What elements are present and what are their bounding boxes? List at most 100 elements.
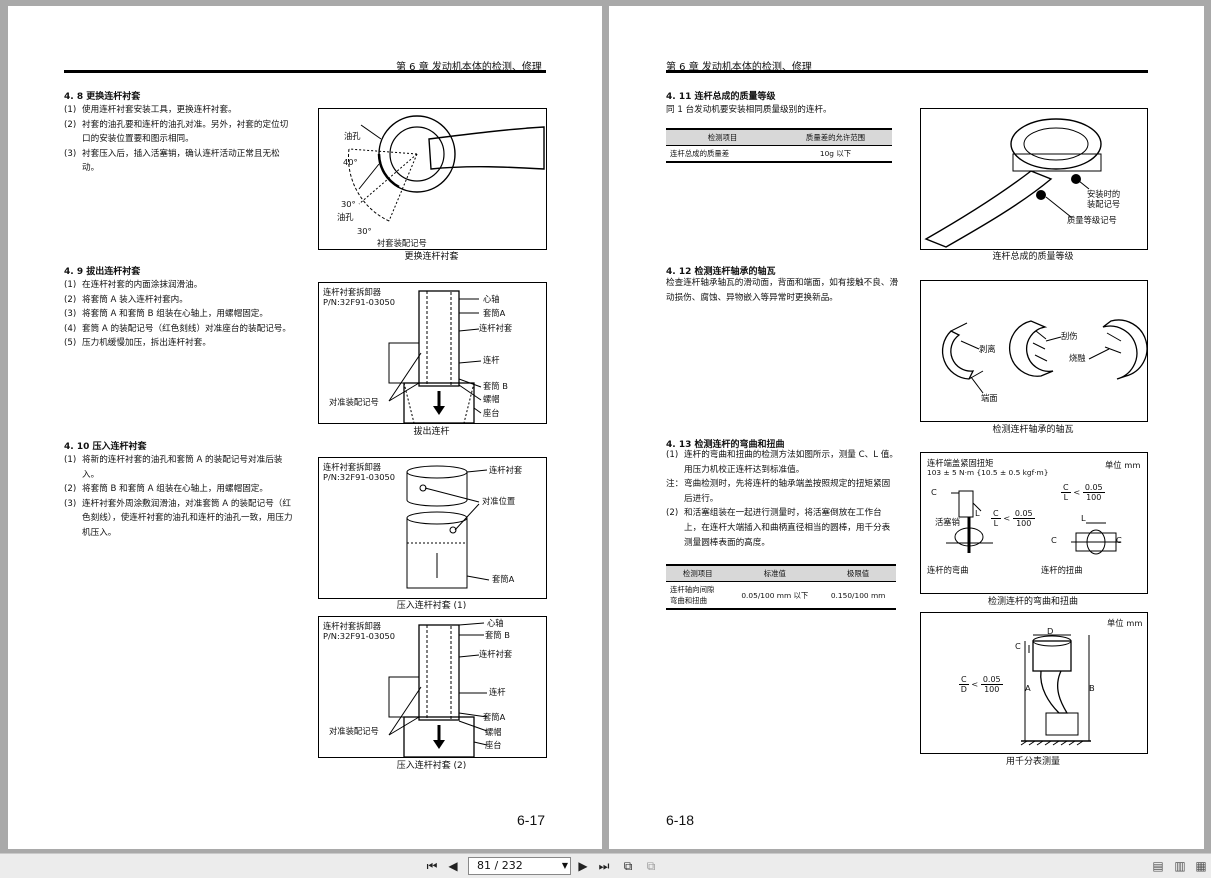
left-page: 第 6 章 发动机本体的检测、修理 4. 8 更换连杆衬套 (1)使用连杆衬套安… (8, 6, 602, 849)
label-c-twist-2: C (1116, 535, 1122, 545)
label-a: A (1025, 683, 1031, 693)
section-4-8-steps: (1)使用连杆衬套安装工具，更换连杆衬套。 (2)衬套的油孔要和连杆的油孔对准。… (64, 105, 289, 174)
label-l-twist: L (1081, 513, 1086, 523)
section-4-13-steps: (1)连杆的弯曲和扭曲的检测方法如图所示，测量 C、L 值。用压力机校正连杆达到… (666, 450, 898, 548)
label-cap-torque: 连杆端盖紧固扭矩 (927, 458, 994, 468)
label-c-twist: C (1051, 535, 1057, 545)
chapter-header: 第 6 章 发动机本体的检测、修理 (666, 62, 812, 73)
section-4-9-steps: (1)在连杆衬套的内面涂抹润滑油。 (2)将套筒 A 装入连杆衬套内。 (3)将… (64, 280, 291, 349)
label-mandrel: 心轴 (487, 618, 504, 628)
rotate-back-icon[interactable]: ⧉ (646, 859, 656, 873)
caption-press-bushing-2: 压入连杆衬套 (2) (396, 761, 467, 771)
label-c: C (1015, 641, 1021, 651)
label-part-number: P/N:32F91-03050 (323, 631, 396, 641)
single-page-icon[interactable]: ▤ (1152, 859, 1164, 873)
label-sleeve-b: 套筒 B (483, 381, 508, 391)
section-title-4-10: 4. 10 压入连杆衬套 (64, 442, 147, 452)
header-rule (666, 70, 1148, 73)
label-c: C (931, 487, 937, 497)
label-nut: 螺帽 (483, 394, 500, 404)
label-30-deg-1: 30° (341, 199, 356, 209)
section-title-4-9: 4. 9 拔出连杆衬套 (64, 267, 141, 277)
section-title-4-12: 4. 12 检测连杆轴承的轴瓦 (666, 267, 776, 277)
facing-pages-icon[interactable]: ▦ (1195, 859, 1207, 873)
label-oil-hole-2: 油孔 (337, 212, 354, 222)
press-fit-drawing-1 (406, 465, 490, 589)
label-oil-hole-1: 油孔 (344, 131, 361, 141)
label-seizure: 烧融 (1069, 353, 1086, 363)
figure-bearing-shell: 剥离 刮伤 烧融 端面 (920, 280, 1148, 422)
label-sleeve-a: 套筒A (492, 574, 515, 584)
remover-drawing (388, 290, 482, 423)
label-l: L (975, 508, 980, 518)
label-peeling: 剥离 (979, 344, 996, 354)
first-page-icon[interactable]: ⏮ (426, 859, 438, 873)
prev-page-icon[interactable]: ◀ (448, 859, 458, 873)
label-rod-bushing: 连杆衬套 (479, 649, 513, 659)
label-rod: 连杆 (489, 687, 506, 697)
label-assembly-mark-1: 安装时的 (1087, 189, 1121, 199)
caption-remove-bushing: 拔出连杆 (413, 427, 450, 437)
label-base: 座台 (483, 408, 500, 418)
label-mandrel: 心轴 (483, 294, 500, 304)
rotate-icon[interactable]: ⧉ (623, 859, 633, 873)
figure-press-bushing-2: 连杆衬套拆卸器 P/N:32F91-03050 心轴 套筒 B 连杆衬套 连杆 … (318, 616, 547, 758)
label-30-deg-2: 30° (357, 226, 372, 236)
label-remover: 连杆衬套拆卸器 (323, 462, 382, 472)
figure-replace-bushing: 油孔 40° 30° 油孔 30° 衬套装配记号 (318, 108, 547, 250)
label-bushing-mark: 衬套装配记号 (377, 238, 427, 248)
section-title-4-11: 4. 11 连杆总成的质量等级 (666, 92, 776, 102)
label-40-deg: 40° (343, 157, 358, 167)
page-number-field[interactable]: 81 / 232 ▼ (468, 857, 571, 875)
label-twist: 连杆的扭曲 (1041, 565, 1083, 575)
label-piston-pin: 活塞销 (935, 517, 960, 527)
label-align-mark: 对准装配记号 (329, 726, 379, 736)
connecting-rod-drawing (348, 115, 545, 222)
caption-replace-bushing: 更换连杆衬套 (404, 252, 459, 262)
caption-bearing-shell: 检测连杆轴承的轴瓦 (992, 425, 1074, 435)
label-base: 座台 (485, 740, 502, 750)
section-4-12-text: 检查连杆轴承轴瓦的滑动面，背面和端面，如有接触不良、滑动损伤、腐蚀、异物嵌入等异… (666, 278, 899, 303)
label-sleeve-b: 套筒 B (485, 630, 510, 640)
figure-mass-grade: 安装时的 装配记号 质量等级记号 (920, 108, 1148, 250)
caption-dial-gauge: 用千分表测量 (1005, 757, 1060, 767)
label-bend: 连杆的弯曲 (927, 565, 969, 575)
label-rod-bushing: 连杆衬套 (479, 323, 513, 333)
page-number: 6-17 (517, 812, 546, 828)
label-unit-mm: 单位 mm (1107, 618, 1143, 628)
label-d: D (1047, 626, 1054, 636)
chevron-down-icon[interactable]: ▼ (561, 861, 568, 870)
caption-bend-twist: 检测连杆的弯曲和扭曲 (987, 597, 1078, 607)
label-mass-grade-mark: 质量等级记号 (1067, 215, 1117, 225)
rod-assembly-drawing (924, 118, 1102, 248)
header-rule (64, 70, 546, 73)
label-scratch: 刮伤 (1061, 331, 1078, 341)
continuous-icon[interactable]: ▥ (1174, 859, 1186, 873)
viewer-toolbar: ⏮ ◀ 81 / 232 ▼ ▶ ⏭ ⧉ ⧉ ▤ ▥ ▦ (0, 853, 1211, 878)
last-page-icon[interactable]: ⏭ (598, 859, 610, 873)
section-4-10-steps: (1)将新的连杆衬套的油孔和套筒 A 的装配记号对准后装入。 (2)将套筒 B … (64, 455, 293, 538)
caption-mass-grade: 连杆总成的质量等级 (992, 252, 1074, 262)
dial-gauge-drawing (1020, 634, 1091, 746)
label-torque-value: 103 ± 5 N·m {10.5 ± 0.5 kgf·m} (927, 468, 1049, 477)
caption-press-bushing-1: 压入连杆衬套 (1) (396, 601, 467, 611)
label-align-position: 对准位置 (482, 496, 516, 506)
label-remover: 连杆衬套拆卸器 (323, 287, 382, 297)
figure-bend-twist: 连杆端盖紧固扭矩 103 ± 5 N·m {10.5 ± 0.5 kgf·m} … (920, 452, 1148, 594)
label-remover: 连杆衬套拆卸器 (323, 621, 382, 631)
label-end-face: 端面 (981, 393, 998, 403)
section-4-11-text: 同 1 台发动机要安装相同质量级别的连杆。 (666, 105, 832, 115)
label-rod-bushing: 连杆衬套 (489, 465, 523, 475)
label-align-mark: 对准装配记号 (329, 397, 379, 407)
section-title-4-8: 4. 8 更换连杆衬套 (64, 92, 141, 102)
bearing-shells-drawing (941, 319, 1147, 394)
label-part-number: P/N:32F91-03050 (323, 297, 396, 307)
label-b: B (1089, 683, 1095, 693)
label-unit-mm: 单位 mm (1105, 460, 1141, 470)
next-page-icon[interactable]: ▶ (578, 859, 588, 873)
